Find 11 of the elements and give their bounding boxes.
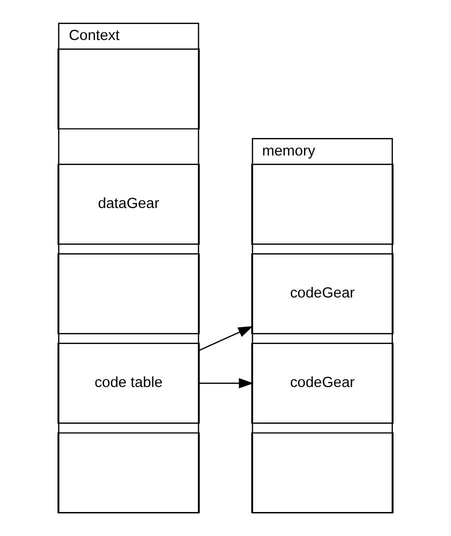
node-box	[251, 164, 394, 245]
node-box: codeGear	[251, 342, 394, 424]
node-box	[58, 432, 200, 514]
node-box: codeGear	[251, 253, 394, 334]
node-box	[251, 432, 394, 514]
node-box	[58, 253, 200, 334]
arrow	[199, 378, 254, 388]
node-box	[58, 48, 200, 130]
node-box: code table	[58, 342, 200, 424]
node-box: dataGear	[58, 164, 200, 245]
arrow	[199, 326, 254, 351]
